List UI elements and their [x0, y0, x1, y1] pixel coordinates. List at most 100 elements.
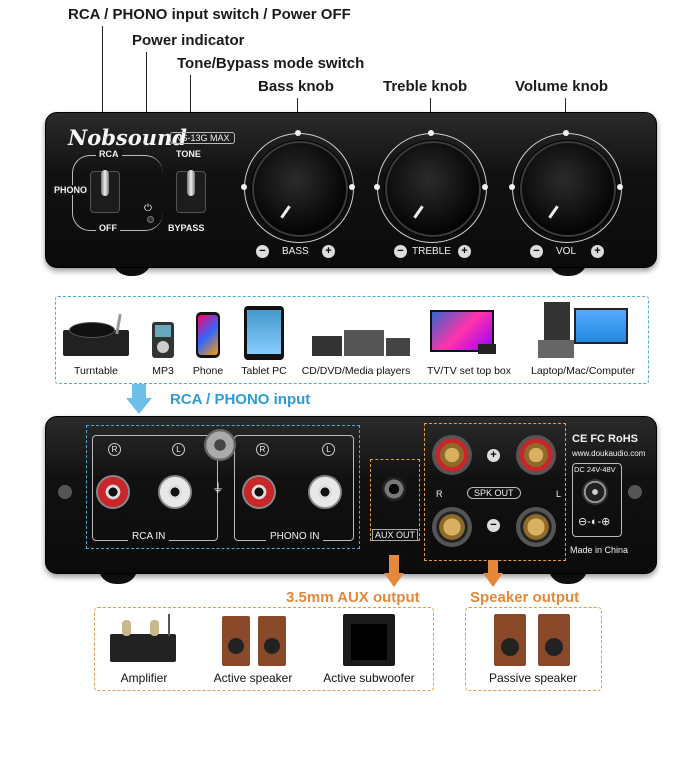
- input-group-highlight: [86, 425, 360, 549]
- phono-r-label: R: [256, 443, 269, 456]
- source-label: CD/DVD/Media players: [301, 365, 411, 377]
- orange-arrow-stem: [389, 555, 399, 575]
- callout-rca-phono-switch: RCA / PHONO input switch / Power OFF: [68, 6, 351, 23]
- screw: [58, 485, 72, 499]
- callout-power-indicator: Power indicator: [132, 32, 245, 49]
- brand-logo: Nobsound: [68, 125, 187, 150]
- callout-tone-bypass-switch: Tone/Bypass mode switch: [177, 55, 365, 72]
- sources-box: [55, 296, 649, 384]
- rca-in-left-jack[interactable]: [158, 475, 192, 509]
- rca-in-right-jack[interactable]: [96, 475, 130, 509]
- volume-label: VOL: [556, 246, 577, 257]
- turntable-icon: [63, 308, 129, 358]
- speaker-right-positive-post[interactable]: [432, 435, 472, 475]
- speaker-device-label: Passive speaker: [488, 671, 578, 685]
- volume-knob[interactable]: [520, 141, 616, 237]
- power-indicator-led: [147, 216, 154, 223]
- blue-arrow-stem: [132, 384, 146, 398]
- aux-devices-box: [94, 607, 434, 691]
- speaker-left-negative-post[interactable]: [516, 507, 556, 547]
- computer-icon: [538, 302, 636, 358]
- phono-in-left-jack[interactable]: [308, 475, 342, 509]
- rca-in-label: RCA IN: [128, 531, 170, 542]
- spk-r-label: R: [436, 489, 443, 499]
- callout-treble-knob: Treble knob: [383, 78, 468, 95]
- phono-in-label: PHONO IN: [266, 531, 324, 542]
- ground-terminal[interactable]: [204, 429, 236, 461]
- dc-input-box: [572, 463, 622, 537]
- model-badge: NS-13G MAX: [170, 132, 235, 144]
- speaker-plus-icon: +: [487, 449, 500, 462]
- tv-icon: [426, 310, 496, 358]
- callout-aux-output: 3.5mm AUX output: [286, 589, 420, 606]
- source-label: TV/TV set top box: [426, 365, 512, 377]
- ground-icon: ⏚: [212, 481, 225, 495]
- spk-out-label: SPK OUT: [467, 487, 521, 499]
- treble-knob[interactable]: [385, 141, 481, 237]
- tablet-icon: [244, 306, 284, 360]
- mp3-player-icon: [152, 322, 174, 358]
- made-in-label: Made in China: [570, 545, 629, 555]
- switch1-top-label: RCA: [96, 149, 122, 159]
- rca-phono-toggle-switch[interactable]: [90, 170, 120, 213]
- dc-power-jack[interactable]: [582, 479, 608, 505]
- bass-knob[interactable]: [252, 141, 348, 237]
- source-label: Tablet PC: [241, 365, 287, 377]
- aux-device-label: Active subwoofer: [323, 671, 415, 685]
- speaker-left-positive-post[interactable]: [516, 435, 556, 475]
- speaker-right-negative-post[interactable]: [432, 507, 472, 547]
- subwoofer-icon: [343, 614, 395, 666]
- aux-out-jack[interactable]: [382, 477, 406, 501]
- speaker-minus-icon: −: [487, 519, 500, 532]
- phone-icon: [196, 312, 220, 358]
- aux-device-label: Amplifier: [120, 671, 168, 685]
- back-panel: ⏚ R L R L RCA IN PHONO IN AUX OUT + − SP…: [45, 416, 657, 574]
- source-label: Turntable: [74, 365, 118, 377]
- callout-volume-knob: Volume knob: [515, 78, 609, 95]
- aux-device-label: Active speaker: [213, 671, 293, 685]
- callout-rca-phono-input: RCA / PHONO input: [170, 391, 311, 408]
- leader-line: [102, 26, 103, 156]
- switch2-bottom-label: BYPASS: [168, 223, 205, 233]
- orange-arrow-head: [384, 573, 404, 587]
- bass-label: BASS: [282, 246, 309, 257]
- callout-bass-knob: Bass knob: [258, 78, 334, 95]
- orange-arrow-head: [483, 573, 503, 587]
- tone-bypass-toggle-switch[interactable]: [176, 170, 206, 213]
- certification-marks: CE FC RoHS: [572, 433, 638, 445]
- treble-minus-icon: −: [394, 245, 407, 258]
- callout-speaker-output: Speaker output: [470, 589, 580, 606]
- screw: [628, 485, 642, 499]
- switch2-top-label: TONE: [176, 149, 201, 159]
- source-label: MP3: [152, 365, 174, 377]
- power-icon: ⏻: [144, 203, 152, 214]
- switch1-bottom-label: OFF: [96, 223, 120, 233]
- website-label: www.doukaudio.com: [572, 449, 646, 458]
- rca-l-label: L: [172, 443, 185, 456]
- orange-arrow-stem: [488, 560, 498, 575]
- rca-r-label: R: [108, 443, 121, 456]
- volume-plus-icon: +: [591, 245, 604, 258]
- passive-speaker-icon: [494, 614, 574, 666]
- source-label: Phone: [192, 365, 224, 377]
- bass-minus-icon: −: [256, 245, 269, 258]
- blue-arrow-head: [126, 398, 152, 414]
- phono-in-right-jack[interactable]: [242, 475, 276, 509]
- switch1-side-label: PHONO: [52, 185, 90, 195]
- amplifier-icon: [110, 614, 180, 664]
- aux-out-label: AUX OUT: [372, 529, 419, 541]
- front-panel: Nobsound NS-13G MAX RCA PHONO OFF ⏻ TONE…: [45, 112, 657, 268]
- phono-l-label: L: [322, 443, 335, 456]
- active-speaker-icon: [220, 616, 290, 666]
- dc-voltage-label: DC 24V-48V: [574, 465, 616, 474]
- volume-minus-icon: −: [530, 245, 543, 258]
- polarity-icon: ⊖-◐-⊕: [578, 516, 611, 528]
- source-label: Laptop/Mac/Computer: [531, 365, 635, 377]
- spk-l-label: L: [556, 489, 562, 499]
- media-player-icon: [312, 326, 410, 358]
- bass-plus-icon: +: [322, 245, 335, 258]
- speaker-devices-box: [465, 607, 602, 691]
- treble-plus-icon: +: [458, 245, 471, 258]
- treble-label: TREBLE: [412, 246, 451, 257]
